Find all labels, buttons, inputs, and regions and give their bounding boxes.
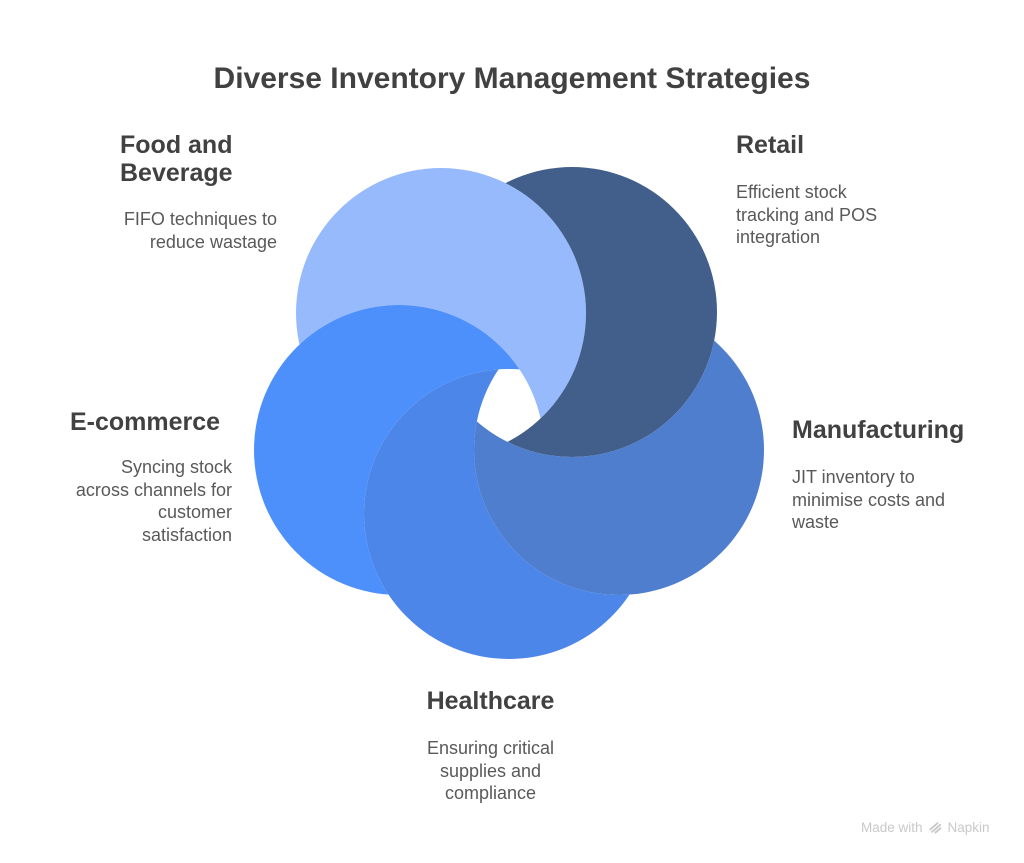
napkin-logo-icon [928, 822, 942, 834]
segment-label: Manufacturing [792, 416, 965, 444]
segment-label: Food and Beverage [120, 131, 233, 187]
segment-description: FIFO techniques to reduce wastage [123, 209, 277, 252]
segment-description: Syncing stock across channels for custom… [75, 457, 232, 545]
segment-description: JIT inventory to minimise costs and wast… [792, 467, 946, 532]
circle-ecommerce [254, 305, 544, 595]
segment-retail: Retail Efficient stock tracking and POS … [736, 131, 888, 249]
watermark-brand: Napkin [947, 820, 990, 835]
segment-label: E-commerce [70, 408, 221, 436]
segment-manufacturing: Manufacturing JIT inventory to minimise … [792, 416, 968, 534]
page-title: Diverse Inventory Management Strategies [213, 62, 811, 95]
segment-healthcare: Healthcare Ensuring critical supplies an… [388, 687, 593, 805]
segment-description: Efficient stock tracking and POS integra… [736, 182, 878, 247]
watermark-prefix: Made with [861, 820, 923, 835]
segment-food-beverage: Food and Beverage FIFO techniques to red… [120, 131, 277, 253]
segment-ecommerce: E-commerce Syncing stock across channels… [70, 408, 232, 546]
segment-label: Retail [736, 131, 805, 159]
segment-label: Healthcare [426, 687, 555, 715]
segment-description: Ensuring critical supplies and complianc… [426, 738, 555, 803]
made-with-napkin-link[interactable]: Made with Napkin [861, 820, 990, 835]
